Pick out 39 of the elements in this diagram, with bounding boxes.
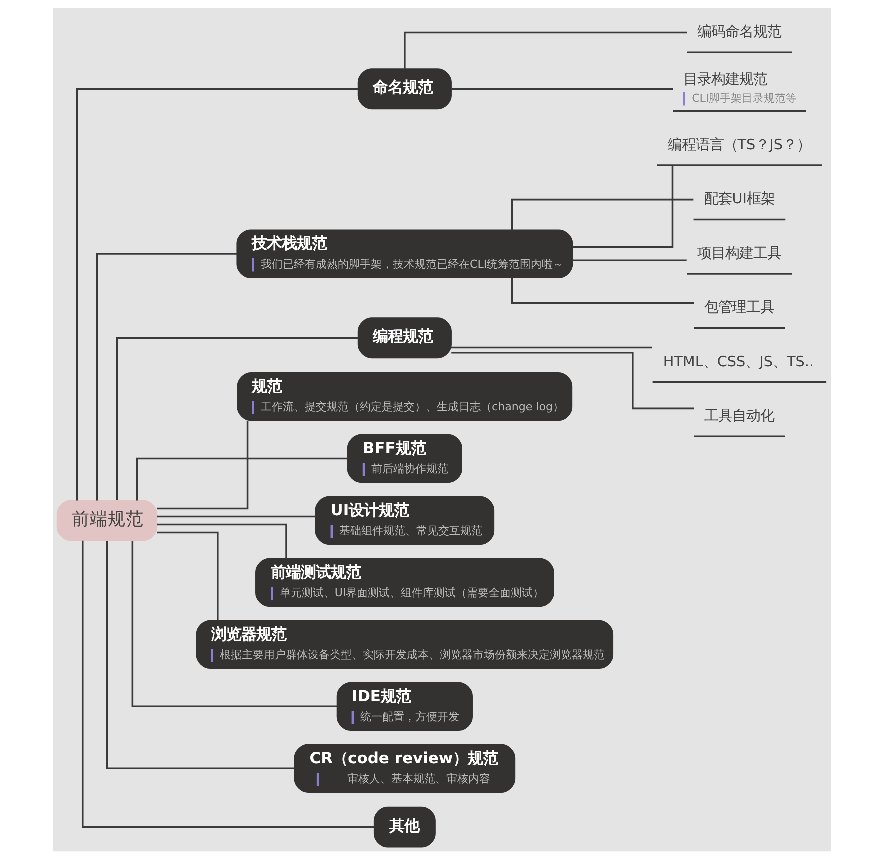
connector (157, 420, 249, 510)
connector (572, 260, 687, 262)
node-box: 命名规范 (358, 68, 452, 110)
node-box: 前端测试规范 单元测试、UI界面测试、组件库测试（需要全面测试） (256, 558, 554, 608)
connector (404, 32, 688, 70)
connector (132, 541, 338, 708)
connector (572, 166, 674, 248)
node-text: 包管理工具 (704, 300, 774, 316)
node-box: 浏览器规范 根据主要用户群体设备类型、实际开发成本、浏览器市场份额来决定浏览器规范 (196, 620, 614, 670)
node-text: 项目构建工具 (698, 246, 782, 262)
node-box: UI设计规范 基础组件规范、常见交互规范 (315, 496, 495, 546)
node-text: 配套UI框架 (704, 192, 776, 208)
node-box: 规范 工作流、提交规范（约定是提交）、生成日志（change log） (237, 372, 573, 422)
node-text: HTML、CSS、JS、TS.. (663, 354, 814, 370)
connector (76, 88, 358, 501)
connector (451, 88, 674, 90)
connector (451, 346, 653, 349)
node-box: BFF规范 前后端协作规范 (347, 434, 462, 484)
node-box: 其他 (374, 806, 436, 848)
connector (157, 532, 219, 621)
node-box: 技术栈规范 我们已经有成熟的脚手架，技术规范已经在CLI统筹范围内啦～ (236, 230, 574, 278)
node-text: 编码命名规范 (698, 24, 782, 40)
node-label: 目录构建规范 (683, 72, 768, 88)
connector (511, 278, 694, 304)
node-box: 前端规范 (56, 500, 158, 542)
node-box: IDE规范 统一配置，方便开发 (336, 682, 473, 732)
node-box: CR（code review）规范 审核人、基本规范、审核内容 (294, 744, 516, 793)
connector (106, 541, 294, 770)
node-text: 编程语言（TS？JS？） (668, 137, 812, 154)
connector (157, 516, 316, 518)
connector (136, 458, 348, 501)
node-box: 编程规范 (358, 318, 452, 359)
connector (511, 198, 694, 230)
connector (452, 352, 694, 410)
connector (157, 524, 288, 559)
node-text: 工具自动化 (704, 408, 774, 424)
connector (116, 337, 358, 500)
connector (82, 540, 374, 828)
connector (96, 253, 238, 501)
